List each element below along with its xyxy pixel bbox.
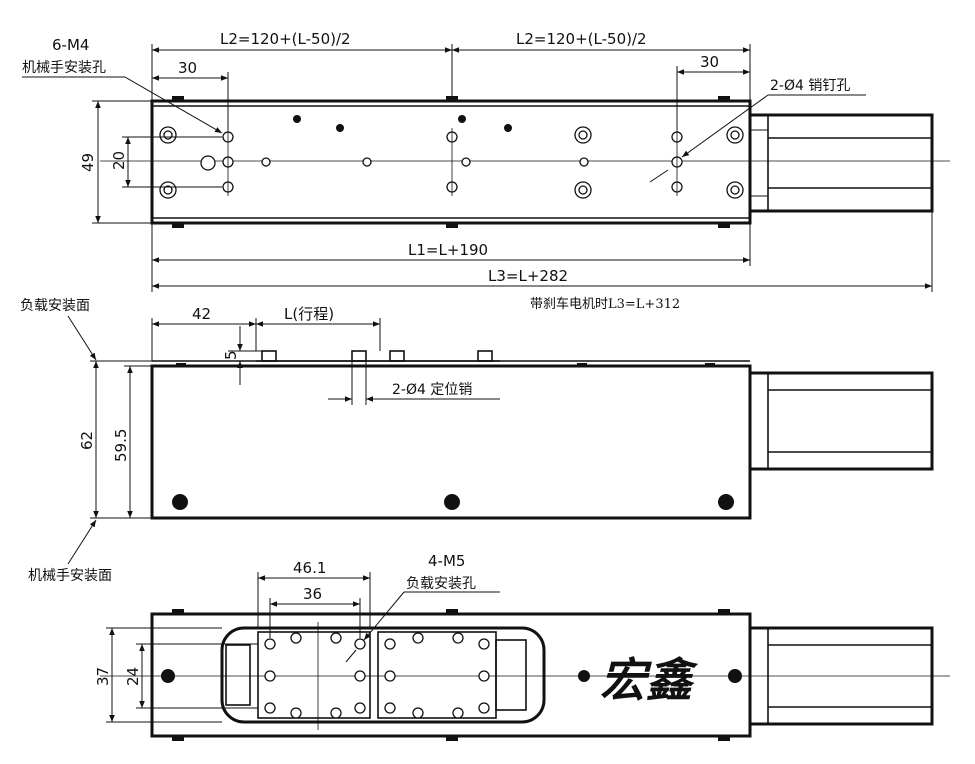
label-pin-holes: 2-Ø4 销钉孔: [770, 78, 850, 94]
svg-text:62: 62: [78, 431, 96, 450]
leader-pin-holes: 2-Ø4 销钉孔: [649, 78, 866, 183]
svg-text:20: 20: [110, 151, 128, 170]
dim-36: 36: [269, 585, 361, 638]
dim-L1: L1=L+190: [151, 223, 751, 292]
svg-text:59.5: 59.5: [112, 429, 130, 462]
dim-42: 42: [151, 305, 257, 361]
dim-30-left: 30: [152, 59, 229, 130]
svg-text:49: 49: [79, 153, 97, 172]
svg-text:46.1: 46.1: [293, 559, 326, 577]
leader-dowel: 2-Ø4 定位销: [328, 361, 500, 405]
top-holes: [159, 115, 744, 199]
dim-5: 5: [222, 326, 262, 385]
svg-text:机械手安装面: 机械手安装面: [28, 568, 112, 584]
side-view: 42 L(行程) 5 2-Ø4 定位销 62: [20, 298, 934, 584]
top-view: L2=120+(L-50)/2 L2=120+(L-50)/2 30 30 6-…: [22, 30, 950, 312]
brand-logo: 宏鑫: [600, 653, 699, 707]
svg-text:L3=L+282: L3=L+282: [488, 267, 568, 285]
label-load-mount-holes: 负载安装孔: [406, 576, 476, 592]
svg-text:L(行程): L(行程): [284, 305, 334, 323]
label-4-M5: 4-M5: [428, 552, 465, 570]
svg-text:36: 36: [303, 585, 322, 603]
dim-24: 24: [124, 643, 258, 709]
label-robot-mount-holes: 机械手安装孔: [22, 60, 106, 76]
svg-text:L1=L+190: L1=L+190: [408, 241, 488, 259]
svg-text:30: 30: [700, 53, 719, 71]
dim-46-1: 46.1: [257, 559, 371, 628]
note-brake-motor: 带刹车电机时L3=L+312: [530, 296, 680, 312]
dim-30-right: 30: [676, 53, 750, 130]
dim-L2-left-label: L2=120+(L-50)/2: [220, 30, 351, 48]
leader-6-M4: 6-M4 机械手安装孔: [22, 36, 223, 134]
label-robot-face: 机械手安装面: [28, 519, 112, 584]
dim-stroke: L(行程): [256, 305, 381, 351]
label-6-M4: 6-M4: [52, 36, 89, 54]
label-load-face: 负载安装面: [20, 298, 97, 361]
dim-20: 20: [110, 136, 222, 188]
dim-37: 37: [94, 627, 222, 723]
dim-L2-right-label: L2=120+(L-50)/2: [516, 30, 647, 48]
top-edge-tabs: [172, 96, 730, 228]
label-dowel-pins: 2-Ø4 定位销: [392, 382, 472, 398]
dim-L3: L3=L+282 带刹车电机时L3=L+312: [152, 211, 933, 312]
dim-49: 49: [79, 100, 152, 224]
top-motor: [748, 113, 934, 213]
top-body: [150, 99, 752, 225]
svg-text:30: 30: [178, 59, 197, 77]
bottom-view: 宏鑫 46.1 36 4-M5 负载安装孔 37: [94, 552, 950, 741]
side-pins: [176, 350, 715, 367]
svg-text:24: 24: [124, 667, 142, 686]
svg-text:负载安装面: 负载安装面: [20, 298, 90, 314]
svg-text:37: 37: [94, 667, 112, 686]
bottom-carriage-holes: [264, 632, 490, 719]
bottom-carriage: [220, 622, 546, 730]
dim-L2: L2=120+(L-50)/2 L2=120+(L-50)/2: [151, 30, 751, 101]
leader-4-M5: 4-M5 负载安装孔: [345, 552, 500, 663]
svg-text:5: 5: [222, 350, 240, 360]
svg-text:42: 42: [192, 305, 211, 323]
dim-59-5: 59.5: [112, 365, 152, 518]
dim-62: 62: [78, 360, 256, 519]
side-motor: [748, 371, 934, 471]
